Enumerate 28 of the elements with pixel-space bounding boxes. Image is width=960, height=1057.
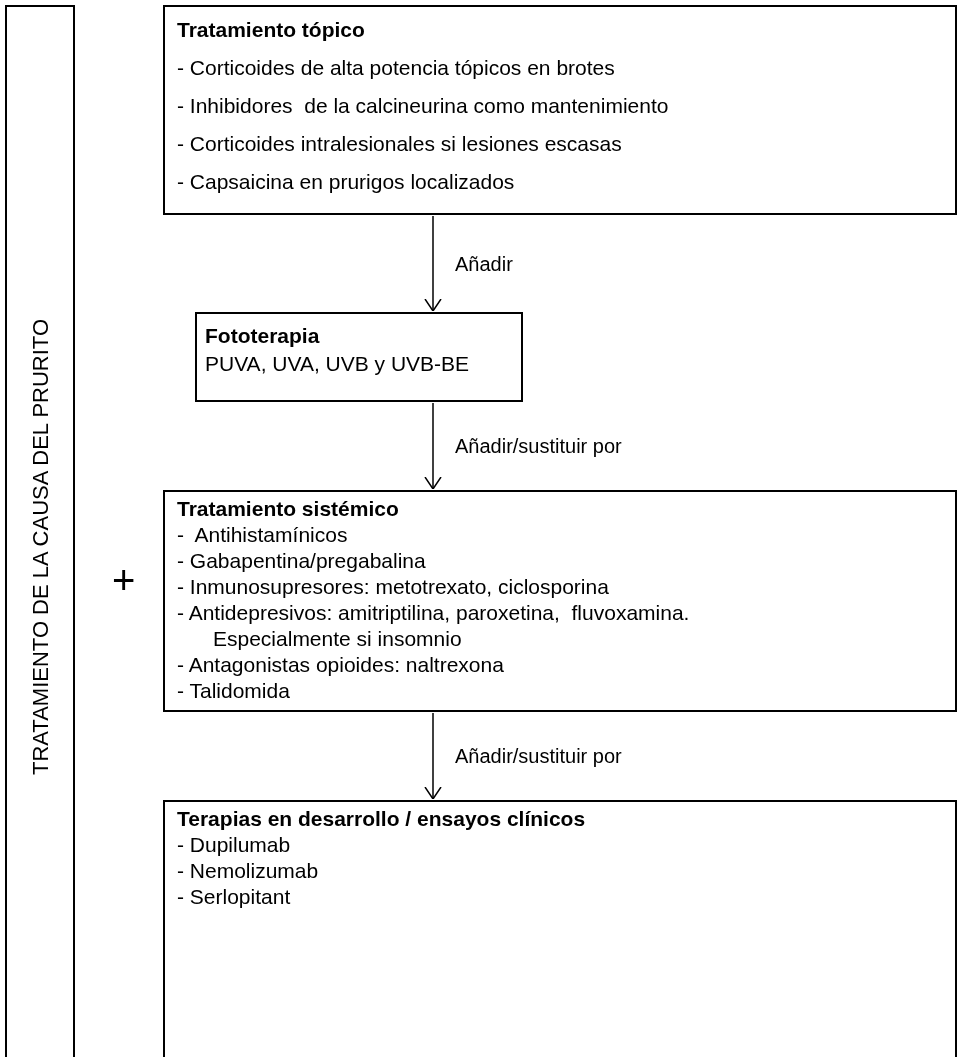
list-item: - Capsaicina en prurigos localizados: [177, 169, 516, 195]
plus-sign: +: [112, 560, 136, 600]
box-heading: Fototerapia: [205, 323, 321, 349]
list-item: - Antihistamínicos: [177, 522, 349, 548]
box-heading: Tratamiento sistémico: [177, 496, 400, 522]
side-band: [5, 5, 75, 1057]
arrow: [424, 712, 442, 800]
list-item: - Serlopitant: [177, 884, 292, 910]
process-box: [163, 800, 957, 1057]
list-item: - Inmunosupresores: metotrexato, ciclosporina: [177, 574, 610, 600]
list-item: - Nemolizumab: [177, 858, 320, 884]
list-item: - Dupilumab: [177, 832, 292, 858]
box-heading: Terapias en desarrollo / ensayos clínicos: [177, 806, 587, 832]
box-text: PUVA, UVA, UVB y UVB-BE: [205, 351, 471, 377]
process-box: [163, 5, 957, 215]
arrow: [424, 402, 442, 490]
process-box: [163, 490, 957, 712]
list-item: - Gabapentina/pregabalina: [177, 548, 427, 574]
process-box: [195, 312, 523, 402]
list-item: - Corticoides intralesionales si lesiones escasas: [177, 131, 623, 157]
box-heading: Tratamiento tópico: [177, 17, 366, 43]
list-item: - Inhibidores de la calcineurina como mantenimiento: [177, 93, 670, 119]
arrow: [424, 215, 442, 312]
list-item: - Talidomida: [177, 678, 291, 704]
list-item: - Corticoides de alta potencia tópicos en brotes: [177, 55, 616, 81]
list-item: - Antagonistas opioides: naltrexona: [177, 652, 505, 678]
vertical-heading: TRATAMIENTO DE LA CAUSA DEL PRURITO: [26, 319, 54, 775]
list-item: - Antidepresivos: amitriptilina, paroxetina, fluvoxamina. Especialmente si insomnio: [177, 600, 691, 652]
